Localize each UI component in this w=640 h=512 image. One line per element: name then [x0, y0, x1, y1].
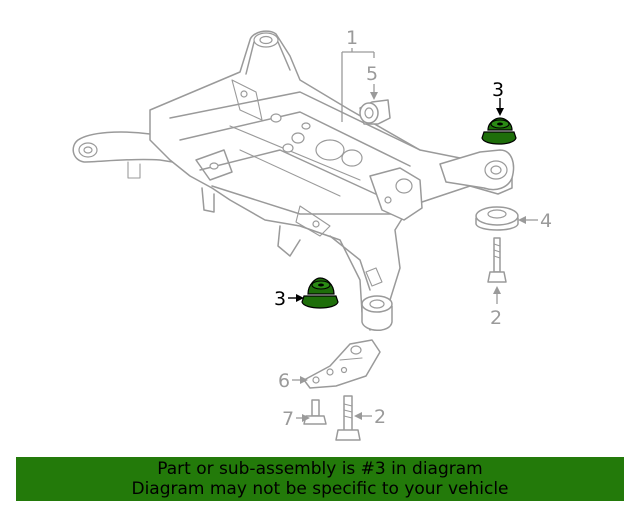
bushing-part-5 — [359, 99, 391, 125]
washer-part-4 — [475, 206, 519, 231]
callout-2-lower: 2 — [374, 406, 386, 428]
callout-4: 4 — [540, 210, 552, 232]
callout-6: 6 — [278, 370, 290, 392]
callout-5: 5 — [366, 63, 378, 85]
banner-line-disclaimer: Diagram may not be specific to your vehi… — [131, 479, 509, 499]
callout-1: 1 — [346, 27, 358, 49]
parts-diagram: 1 5 3 4 2 3 6 7 2 — [72, 27, 552, 441]
mount-cushion-part-3-lower[interactable] — [301, 277, 339, 309]
notice-banner: Part or sub-assembly is #3 in diagram Di… — [16, 457, 624, 501]
callout-3-lower[interactable]: 3 — [274, 288, 286, 310]
bracket-part-6 — [303, 339, 381, 389]
callout-7: 7 — [282, 408, 294, 430]
subframe-crossmember — [72, 30, 515, 331]
bolt-part-7 — [303, 399, 327, 425]
callout-3-upper[interactable]: 3 — [492, 79, 504, 101]
mount-cushion-part-3-upper[interactable] — [481, 117, 517, 145]
bolt-part-2-upper — [487, 237, 507, 283]
bolt-part-2-lower — [335, 395, 361, 441]
leader-lines — [288, 48, 538, 422]
banner-line-part-number: Part or sub-assembly is #3 in diagram — [157, 459, 483, 479]
callout-2-upper: 2 — [490, 307, 502, 329]
